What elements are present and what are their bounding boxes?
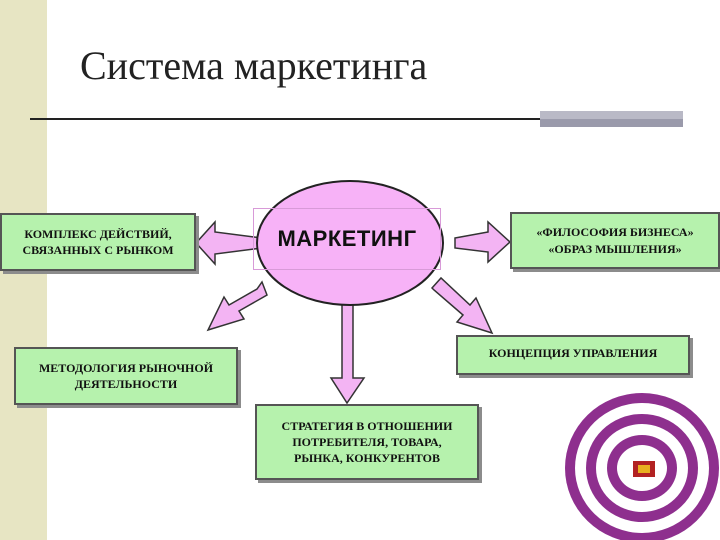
node-business-philosophy-text: «ФИЛОСОФИЯ БИЗНЕСА» «ОБРАЗ МЫШЛЕНИЯ»: [536, 225, 694, 256]
title-rule-accent-bottom: [540, 119, 683, 127]
node-market-methodology-text: МЕТОДОЛОГИЯ РЫНОЧНОЙ ДЕЯТЕЛЬНОСТИ: [38, 360, 214, 391]
arrow-down: [329, 301, 366, 405]
node-strategy: СТРАТЕГИЯ В ОТНОШЕНИИ ПОТРЕБИТЕЛЯ, ТОВАР…: [255, 404, 479, 480]
node-strategy-text: СТРАТЕГИЯ В ОТНОШЕНИИ ПОТРЕБИТЕЛЯ, ТОВАР…: [281, 418, 453, 466]
arrow-right: [454, 220, 512, 264]
marketing-label: МАРКЕТИНГ: [253, 208, 441, 270]
arrow-left: [194, 220, 263, 266]
title-rule-accent-top: [540, 111, 683, 119]
node-market-methodology: МЕТОДОЛОГИЯ РЫНОЧНОЙ ДЕЯТЕЛЬНОСТИ: [14, 347, 238, 405]
marketing-ellipse: [256, 180, 444, 306]
spiral-decoration: [565, 393, 719, 540]
node-business-philosophy: «ФИЛОСОФИЯ БИЗНЕСА» «ОБРАЗ МЫШЛЕНИЯ»: [510, 212, 720, 269]
arrow-bottom-left: [206, 280, 268, 332]
node-management-concept: КОНЦЕПЦИЯ УПРАВЛЕНИЯ: [456, 335, 690, 375]
slide-title: Система маркетинга: [80, 43, 428, 88]
node-market-actions: КОМПЛЕКС ДЕЙСТВИЙ, СВЯЗАННЫХ С РЫНКОМ: [0, 213, 196, 271]
arrow-bottom-right: [430, 276, 494, 335]
node-management-concept-text: КОНЦЕПЦИЯ УПРАВЛЕНИЯ: [488, 346, 658, 360]
title-underline: [30, 118, 540, 120]
node-market-actions-text: КОМПЛЕКС ДЕЙСТВИЙ, СВЯЗАННЫХ С РЫНКОМ: [22, 226, 174, 257]
